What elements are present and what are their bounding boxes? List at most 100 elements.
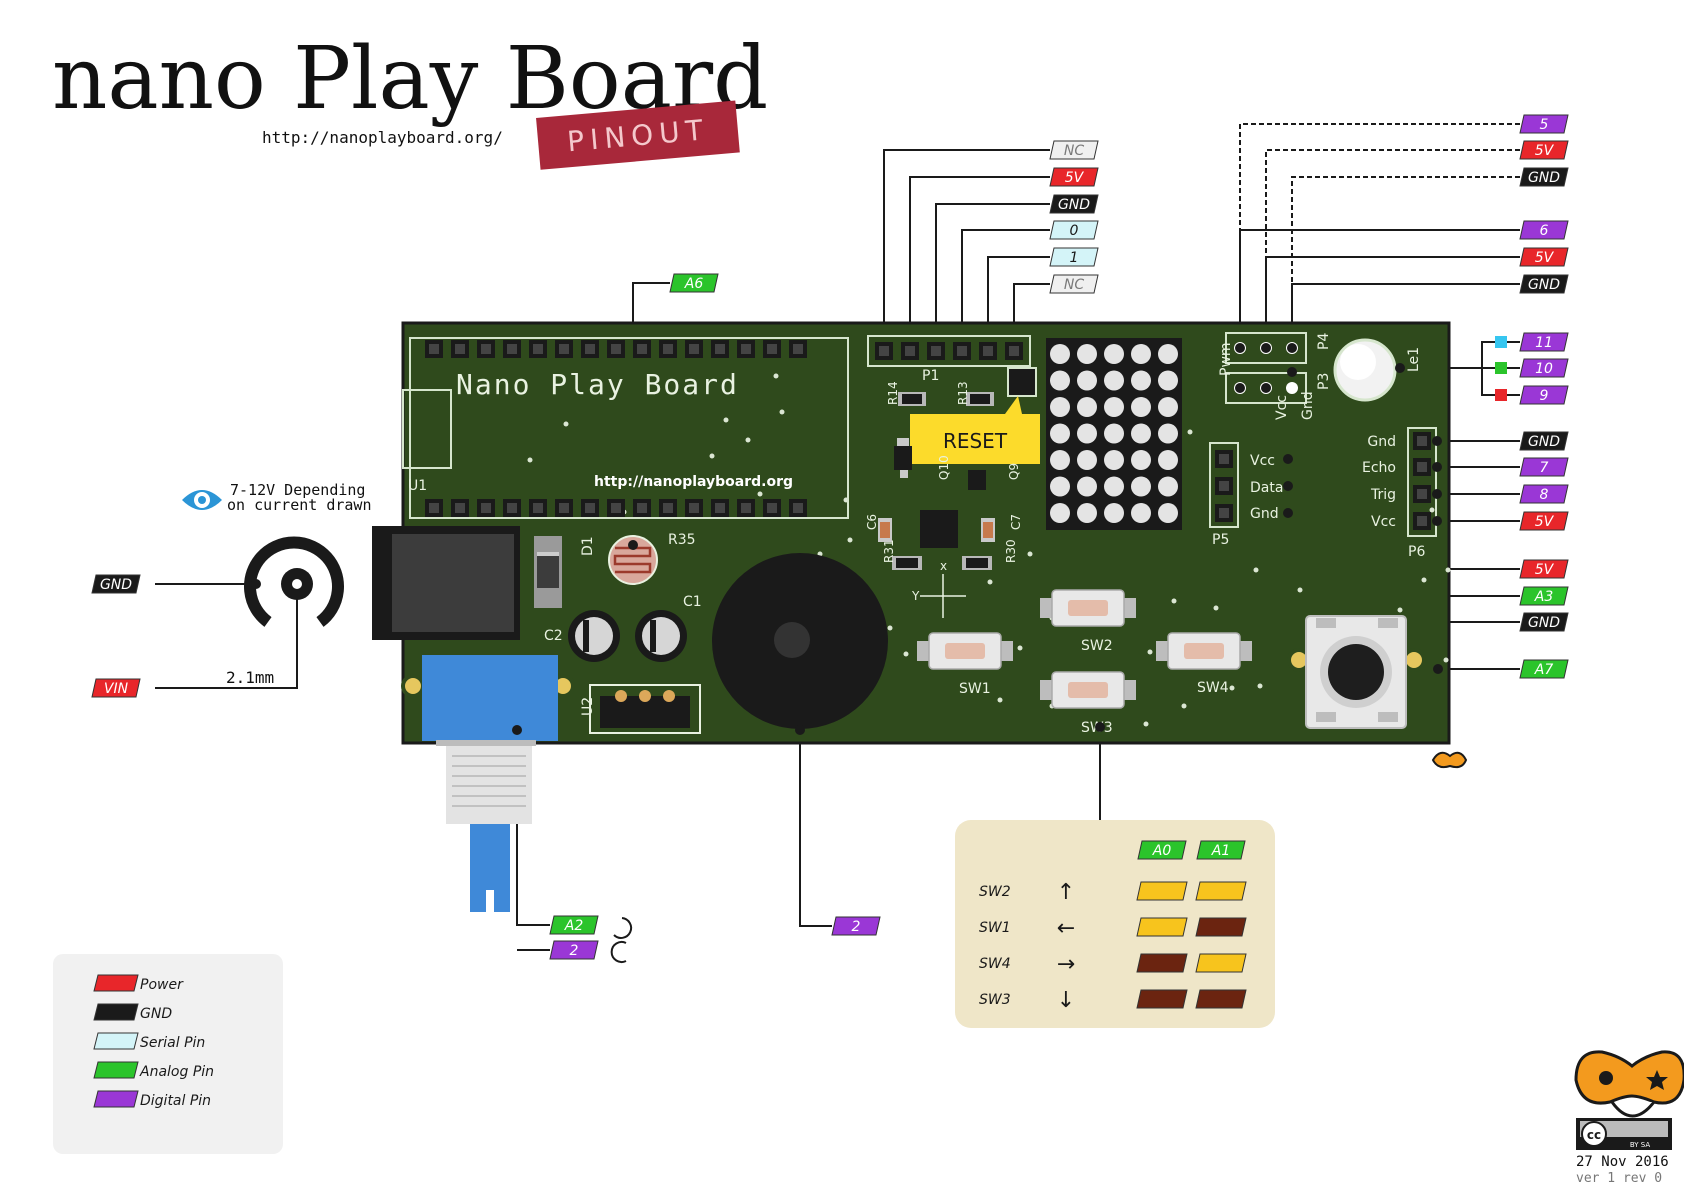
pin-tag-label: GND [1528, 615, 1560, 631]
legend-swatch [93, 1061, 139, 1079]
pin-tag-label: 10 [1535, 361, 1553, 377]
p5-header [1215, 450, 1233, 522]
pin-tag-label: 8 [1540, 487, 1549, 503]
legend-label: GND [140, 1006, 172, 1022]
matrix-led [1077, 476, 1097, 497]
label-pwm: Pwm [1218, 342, 1234, 376]
matrix-led [1104, 423, 1124, 444]
eye-icon [182, 490, 222, 510]
pin-tag: 0 [1049, 220, 1099, 240]
legend-item: Serial Pin [93, 1032, 205, 1051]
cell-a1 [1195, 953, 1247, 973]
pin-tag: 9 [1519, 385, 1569, 405]
pin-tag-label: 5V [1535, 143, 1555, 159]
table-header-tag [1196, 840, 1246, 860]
legend-swatch [93, 1090, 139, 1108]
label-led1: Le1 [1406, 347, 1422, 372]
p5-pin-labels: Vcc Data Gnd [1250, 453, 1283, 522]
label-r13: R13 [956, 381, 970, 405]
rotation-arrows [610, 917, 633, 963]
label-c1: C1 [683, 594, 702, 610]
p5-pin-label: Gnd [1250, 506, 1279, 522]
label-u2: U2 [580, 697, 596, 716]
silk-title: Nano Play Board [456, 368, 739, 401]
label-r14: R14 [886, 381, 900, 405]
matrix-led [1158, 344, 1178, 364]
pin-tag: NC [1049, 274, 1099, 294]
label-d1: D1 [580, 536, 596, 556]
direction-arrow-icon: ↑ [1057, 880, 1075, 905]
resistor-r14 [898, 392, 926, 406]
resistor-r30 [962, 556, 992, 570]
cell-a0 [1136, 989, 1188, 1009]
footer-version: ver 1 rev 0 [1576, 1171, 1662, 1186]
label-p3-gnd: Gnd [1300, 391, 1316, 420]
pin-tag: 10 [1519, 358, 1569, 378]
p6-pin-label: Gnd [1367, 434, 1396, 450]
matrix-led [1077, 450, 1097, 470]
matrix-led [1077, 370, 1097, 391]
u1-bottom-header [425, 499, 807, 517]
matrix-led [1158, 370, 1178, 391]
legend-swatch [93, 1032, 139, 1050]
axis-indicator [920, 574, 966, 618]
table-header: A0 [1152, 843, 1172, 859]
matrix-led [1131, 476, 1151, 497]
pin-tag-label: A3 [1534, 589, 1553, 605]
license-text: BY SA [1630, 1141, 1650, 1149]
diode-d1 [534, 536, 562, 608]
table-header: A1 [1211, 843, 1230, 859]
capacitor-c1 [635, 610, 687, 662]
pin-tag: 5V [1519, 559, 1569, 579]
p5-pin-label: Data [1250, 480, 1283, 496]
switch-name: SW3 [979, 992, 1011, 1008]
led-blue-dot [1495, 336, 1507, 348]
cell-a1 [1195, 989, 1247, 1009]
pin-tag-label: VIN [104, 681, 129, 697]
pin-tag-label: 9 [1540, 388, 1549, 404]
pin-tag: 1 [1049, 247, 1099, 267]
led-red-dot [1495, 389, 1507, 401]
pin-tag: 5V [1519, 511, 1569, 531]
cell-a0 [1136, 917, 1188, 937]
matrix-led [1050, 423, 1070, 444]
switch-name: SW2 [979, 884, 1011, 900]
legend-swatch [93, 974, 139, 992]
pin-tag: 5V [1519, 247, 1569, 267]
label-r30: R30 [1004, 539, 1018, 563]
legend-label: Analog Pin [139, 1064, 214, 1080]
direction-arrow-icon: → [1057, 952, 1075, 977]
cc-icon: cc [1587, 1128, 1601, 1142]
reset-callout [910, 396, 1040, 464]
power-note-line2: on current drawn [227, 496, 372, 514]
matrix-led [1104, 397, 1124, 417]
switch-sw3 [1040, 671, 1136, 709]
matrix-led [1050, 370, 1070, 391]
jack-size: 2.1mm [226, 668, 274, 687]
ldr-r35 [608, 535, 658, 585]
pin-tag-label: 11 [1535, 335, 1553, 351]
axis-y-label: Y [911, 589, 920, 603]
matrix-led [1131, 370, 1151, 391]
direction-arrow-icon: ↓ [1057, 988, 1075, 1013]
matrix-led [1050, 397, 1070, 417]
reset-label: RESET [943, 429, 1008, 453]
pin-tag-label: 5V [1065, 170, 1085, 186]
matrix-led [1131, 423, 1151, 444]
resistor-r13 [966, 392, 994, 406]
pin-tag-label: 5V [1535, 514, 1555, 530]
pin-tags: NC5VGND01NC55VGND65VGND11109GND785V5VA3G… [91, 114, 1569, 960]
pin-tag-label: NC [1064, 143, 1084, 159]
p6-pin-label: Trig [1370, 487, 1396, 503]
p6-pin-label: Vcc [1371, 514, 1396, 530]
label-p1: P1 [922, 368, 939, 384]
pcb-board: Nano Play Board http://nanoplayboard.org… [372, 321, 1451, 912]
pin-tag-label: 5V [1535, 250, 1555, 266]
pin-tag-label: 7 [1540, 460, 1549, 476]
matrix-led [1131, 450, 1151, 470]
switch-name: SW1 [979, 920, 1011, 936]
pin-tag: A7 [1519, 659, 1569, 679]
pin-tag: VIN [91, 678, 141, 698]
header-url[interactable]: http://nanoplayboard.org/ [262, 128, 503, 147]
pin-tag: 2 [549, 940, 599, 960]
